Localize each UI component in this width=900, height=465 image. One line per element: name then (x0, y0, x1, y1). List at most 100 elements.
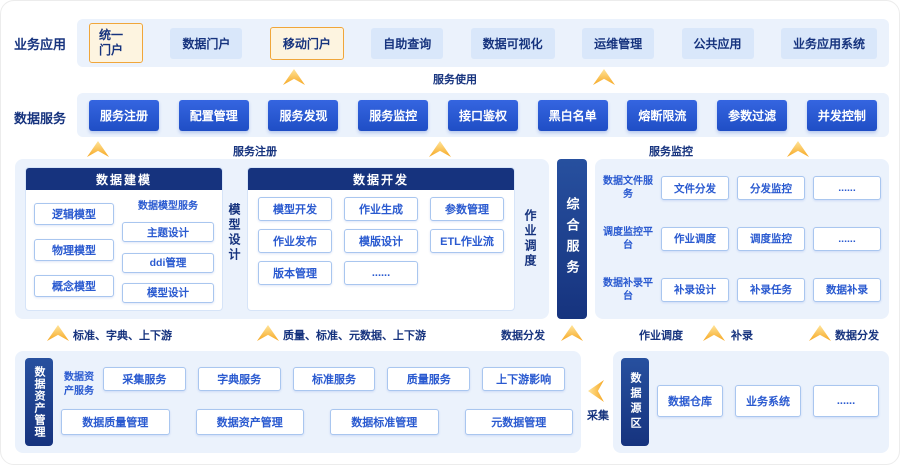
flow-note-distribute-right: 数据分发 (835, 330, 879, 342)
business-item-self-query: 自助查询 (371, 27, 444, 59)
asset-panel: 数据资产管理 数据资产服务 采集服务 字典服务 标准服务 质量服务 上下游影响 … (15, 351, 581, 453)
dev-item: 模型开发 (258, 197, 332, 221)
replenish-row: 数据补录平台 补录设计 补录任务 数据补录 (595, 277, 889, 303)
dev-item: 作业生成 (344, 197, 418, 221)
data-service-layer-label: 数据服务 (14, 111, 67, 126)
platform-item: 补录设计 (661, 277, 729, 302)
development-title: 数据开发 (248, 168, 514, 190)
business-item-public-app: 公共应用 (681, 27, 754, 59)
schedule-monitor-label: 调度监控平台 (603, 226, 653, 251)
platform-item: ...... (813, 176, 881, 201)
flow-note-replenish: 补录 (731, 330, 753, 342)
modeling-item: 模型设计 (122, 282, 214, 303)
platform-item: ...... (813, 226, 881, 251)
asset-mgmt-row: 数据质量管理 数据资产管理 数据标准管理 元数据管理 (61, 409, 573, 435)
business-layer-label: 业务应用 (14, 37, 67, 52)
dev-item: 作业发布 (258, 229, 332, 253)
data-source-panel: 数据源区 数据仓库 业务系统 ...... (613, 351, 889, 453)
source-item: 业务系统 (735, 385, 801, 417)
modeling-item: 概念模型 (34, 275, 114, 297)
file-service-label: 数据文件服务 (603, 176, 653, 201)
flow-note-std-dict: 标准、字典、上下游 (73, 330, 172, 342)
asset-item: 数据质量管理 (61, 409, 170, 435)
asset-item: 质量服务 (387, 367, 471, 391)
business-item-unified-portal: 统一门户 (89, 23, 143, 63)
dev-item: ETL作业流 (430, 229, 504, 253)
flow-note-distribute-left: 数据分发 (501, 330, 545, 342)
modeling-item: 逻辑模型 (34, 203, 114, 225)
composite-service-bar: 综合服务 (557, 159, 587, 319)
collect-note: 采集 (587, 410, 609, 422)
platform-item: 作业调度 (661, 226, 729, 251)
source-item: ...... (813, 385, 879, 417)
dev-item: ...... (344, 261, 418, 285)
service-register-note: 服务注册 (233, 146, 277, 158)
service-item-auth: 接口鉴权 (447, 99, 518, 131)
up-arrow-icon (429, 141, 451, 157)
data-service-strip: 服务注册 配置管理 服务发现 服务监控 接口鉴权 黑白名单 熔断限流 参数过滤 … (77, 93, 889, 137)
service-item-config: 配置管理 (178, 99, 249, 131)
platform-panel: 数据文件服务 文件分发 分发监控 ...... 调度监控平台 作业调度 调度监控… (595, 159, 889, 319)
business-item-data-viz: 数据可视化 (470, 27, 555, 59)
dev-item: 版本管理 (258, 261, 332, 285)
service-item-monitor: 服务监控 (358, 99, 429, 131)
modeling-item: ddi管理 (122, 252, 214, 273)
left-arrow-icon (588, 380, 604, 402)
dev-item: 参数管理 (430, 197, 504, 221)
modeling-title: 数据建模 (26, 168, 222, 190)
up-arrow-icon (87, 141, 109, 157)
asset-item: 标准服务 (292, 367, 376, 391)
service-item-blacklist: 黑白名单 (537, 99, 608, 131)
up-arrow-icon (703, 325, 725, 341)
data-source-bar: 数据源区 (621, 358, 649, 446)
file-service-row: 数据文件服务 文件分发 分发监控 ...... (595, 175, 889, 201)
business-item-ops-mgmt: 运维管理 (582, 27, 655, 59)
source-item: 数据仓库 (657, 385, 723, 417)
platform-item: 数据补录 (813, 277, 881, 302)
flow-note-job-schedule: 作业调度 (639, 330, 683, 342)
platform-item: 文件分发 (661, 176, 729, 201)
asset-item: 元数据管理 (464, 409, 573, 435)
service-item-register: 服务注册 (89, 99, 160, 131)
data-source-row: 数据仓库 业务系统 ...... (657, 385, 879, 417)
asset-item: 字典服务 (197, 367, 281, 391)
job-schedule-vertical-label: 作业调度 (523, 209, 537, 269)
up-arrow-icon (787, 141, 809, 157)
model-design-vertical-label: 模型设计 (227, 203, 241, 263)
schedule-monitor-row: 调度监控平台 作业调度 调度监控 ...... (595, 226, 889, 252)
asset-mgmt-bar: 数据资产管理 (25, 358, 53, 446)
up-arrow-icon (809, 325, 831, 341)
platform-item: 分发监控 (737, 176, 805, 201)
service-item-discovery: 服务发现 (268, 99, 339, 131)
up-arrow-icon (593, 69, 615, 85)
up-arrow-icon (561, 325, 583, 341)
platform-item: 调度监控 (737, 226, 805, 251)
modeling-subpanel: 数据建模 逻辑模型 物理模型 概念模型 数据模型服务 主题设计 ddi管理 模型… (25, 167, 223, 311)
service-monitor-note: 服务监控 (649, 146, 693, 158)
dev-modeling-panel: 数据建模 逻辑模型 物理模型 概念模型 数据模型服务 主题设计 ddi管理 模型… (15, 159, 549, 319)
up-arrow-icon (47, 325, 69, 341)
modeling-item: 物理模型 (34, 239, 114, 261)
asset-item: 上下游影响 (482, 367, 565, 391)
modeling-item: 主题设计 (122, 222, 214, 243)
replenish-label: 数据补录平台 (603, 277, 653, 302)
asset-item: 数据资产管理 (195, 409, 304, 435)
service-item-concurrency: 并发控制 (806, 99, 877, 131)
asset-service-label: 数据资产服务 (64, 372, 94, 397)
platform-item: 补录任务 (737, 277, 805, 302)
business-item-biz-app-system: 业务应用系统 (780, 27, 877, 59)
flow-note-quality: 质量、标准、元数据、上下游 (283, 330, 426, 342)
business-layer-strip: 统一门户 数据门户 移动门户 自助查询 数据可视化 运维管理 公共应用 业务应用… (77, 19, 889, 67)
up-arrow-icon (283, 69, 305, 85)
service-use-note: 服务使用 (433, 74, 477, 86)
asset-item: 采集服务 (103, 367, 186, 391)
business-item-data-portal: 数据门户 (170, 27, 243, 59)
dev-item: 模版设计 (344, 229, 418, 253)
business-item-mobile-portal: 移动门户 (269, 26, 344, 60)
up-arrow-icon (257, 325, 279, 341)
service-item-circuit-break: 熔断限流 (627, 99, 698, 131)
asset-item: 数据标准管理 (330, 409, 439, 435)
model-service-label: 数据模型服务 (138, 201, 198, 212)
development-subpanel: 数据开发 模型开发 作业生成 参数管理 作业发布 模版设计 ETL作业流 版本管… (247, 167, 515, 311)
